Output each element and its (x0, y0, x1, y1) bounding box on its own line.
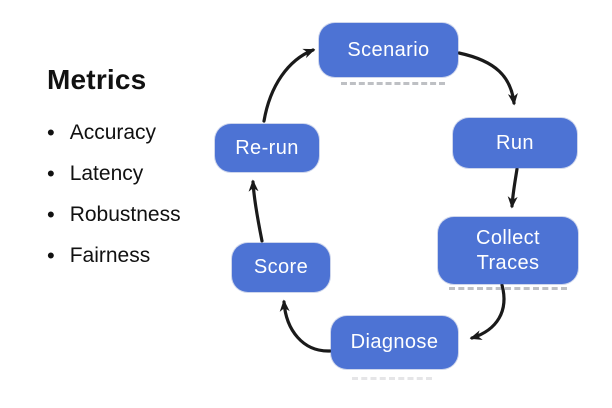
erased-text-artifact (341, 82, 445, 85)
node-scenario: Scenario (319, 23, 458, 77)
metrics-list: • Accuracy • Latency • Robustness • Fair… (47, 121, 181, 268)
arrow-scenario-to-run (457, 51, 518, 106)
node-diagnose: Diagnose (331, 316, 458, 369)
metric-item-fairness: • Fairness (47, 244, 181, 268)
metric-item-robustness: • Robustness (47, 203, 181, 227)
erased-text-artifact (352, 377, 432, 380)
arrow-rerun-to-scenario (262, 48, 316, 123)
bullet-icon: • (47, 161, 55, 186)
node-score: Score (232, 243, 330, 292)
arrow-collect-traces-to-diagnose (469, 283, 506, 340)
bullet-icon: • (47, 120, 55, 145)
metric-item-latency: • Latency (47, 162, 181, 186)
metric-label: Accuracy (69, 121, 157, 144)
arrow-diagnose-to-score (279, 299, 332, 353)
metric-label: Robustness (69, 203, 181, 226)
metric-label: Latency (69, 162, 144, 185)
metric-item-accuracy: • Accuracy (47, 121, 181, 145)
node-re-run: Re-run (215, 124, 319, 172)
metric-label: Fairness (69, 244, 151, 267)
metrics-heading: Metrics (47, 64, 147, 95)
arrow-run-to-collect-traces (507, 167, 519, 209)
bullet-icon: • (47, 202, 55, 227)
arrow-score-to-rerun (248, 179, 264, 243)
erased-text-artifact (449, 287, 567, 290)
node-run: Run (453, 118, 577, 168)
bullet-icon: • (47, 243, 55, 268)
node-collect-traces: Collect Traces (438, 217, 578, 284)
